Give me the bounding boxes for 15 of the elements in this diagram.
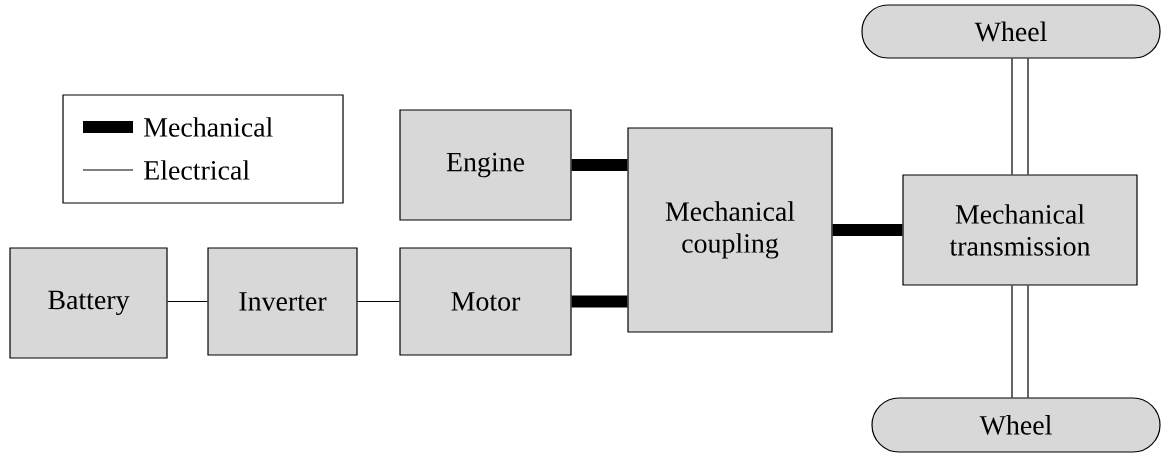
block-box: Mechanical transmission (902, 174, 1138, 286)
mechanical-link (571, 159, 628, 171)
block-box: Inverter (207, 247, 358, 356)
electrical-link (167, 300, 208, 303)
shaft (1011, 58, 1029, 175)
block-box: Motor (399, 247, 572, 356)
block-box: Battery (9, 247, 168, 359)
legend-label: Mechanical (144, 117, 273, 137)
electrical-link (357, 300, 400, 303)
block-box: Engine (399, 109, 572, 221)
mechanical-link (571, 295, 628, 308)
block-box: Mechanical coupling (627, 127, 833, 333)
mechanical-link (832, 224, 903, 236)
shaft (1011, 285, 1029, 398)
legend-label: Electrical (144, 160, 250, 180)
